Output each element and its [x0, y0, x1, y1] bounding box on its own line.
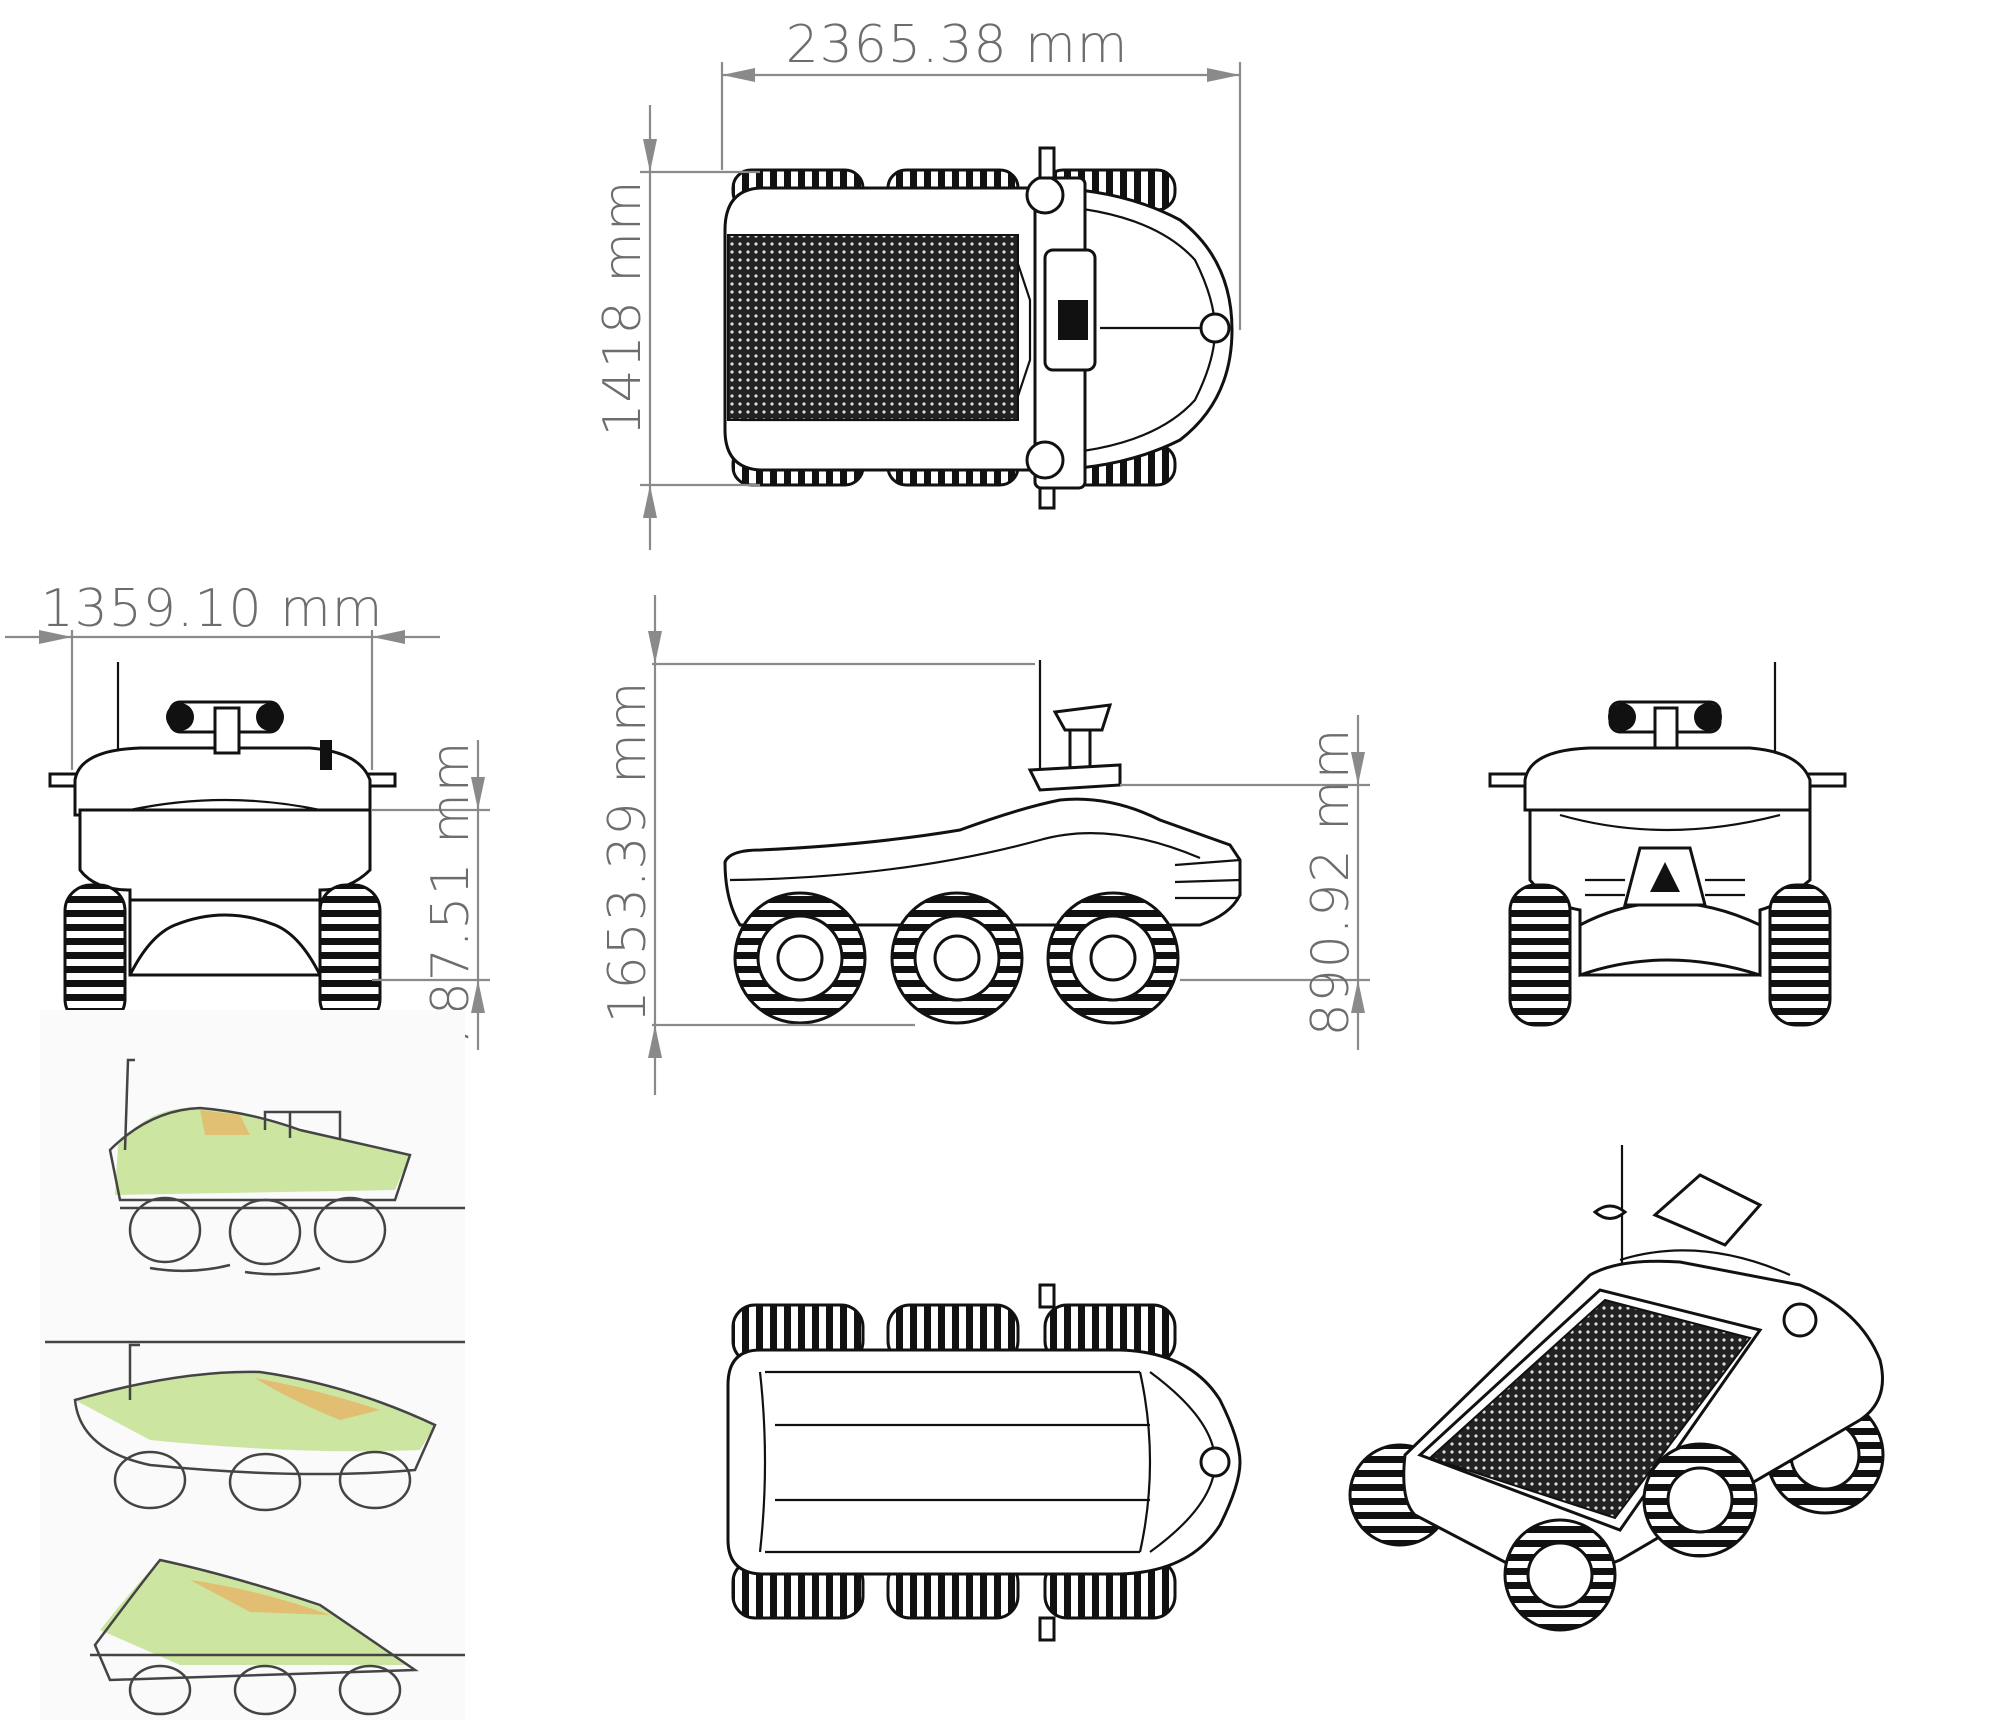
bottom-view: [726, 1283, 1242, 1642]
front-width-label: 1359.10 mm: [41, 579, 384, 639]
front-view: [48, 662, 397, 1027]
concept-sketch-1: [108, 1058, 465, 1276]
front-width-dimension: 1359.10 mm: [5, 579, 440, 770]
front-height-label: 787.51 mm: [421, 741, 481, 1050]
side-height-label: 1653.39 mm: [598, 681, 658, 1024]
top-length-dimension: 2365.38 mm: [720, 15, 1242, 330]
rear-view: [1488, 662, 1847, 1027]
side-body-height-dimension: 890.92 mm: [1120, 715, 1370, 1050]
side-body-height-label: 890.92 mm: [1301, 728, 1361, 1037]
side-view: [723, 660, 1242, 1025]
isometric-view: [1348, 1145, 1885, 1632]
top-length-label: 2365.38 mm: [786, 15, 1129, 75]
top-width-label: 1418 mm: [593, 179, 653, 436]
concept-sketch-3: [90, 1558, 465, 1716]
concept-sketch-2: [45, 1340, 465, 1512]
top-view: [723, 146, 1234, 510]
concept-sketches: [40, 1010, 465, 1720]
top-width-dimension: 1418 mm: [593, 105, 760, 550]
front-height-dimension: 787.51 mm: [372, 740, 490, 1050]
side-height-dimension: 1653.39 mm: [598, 595, 1035, 1095]
